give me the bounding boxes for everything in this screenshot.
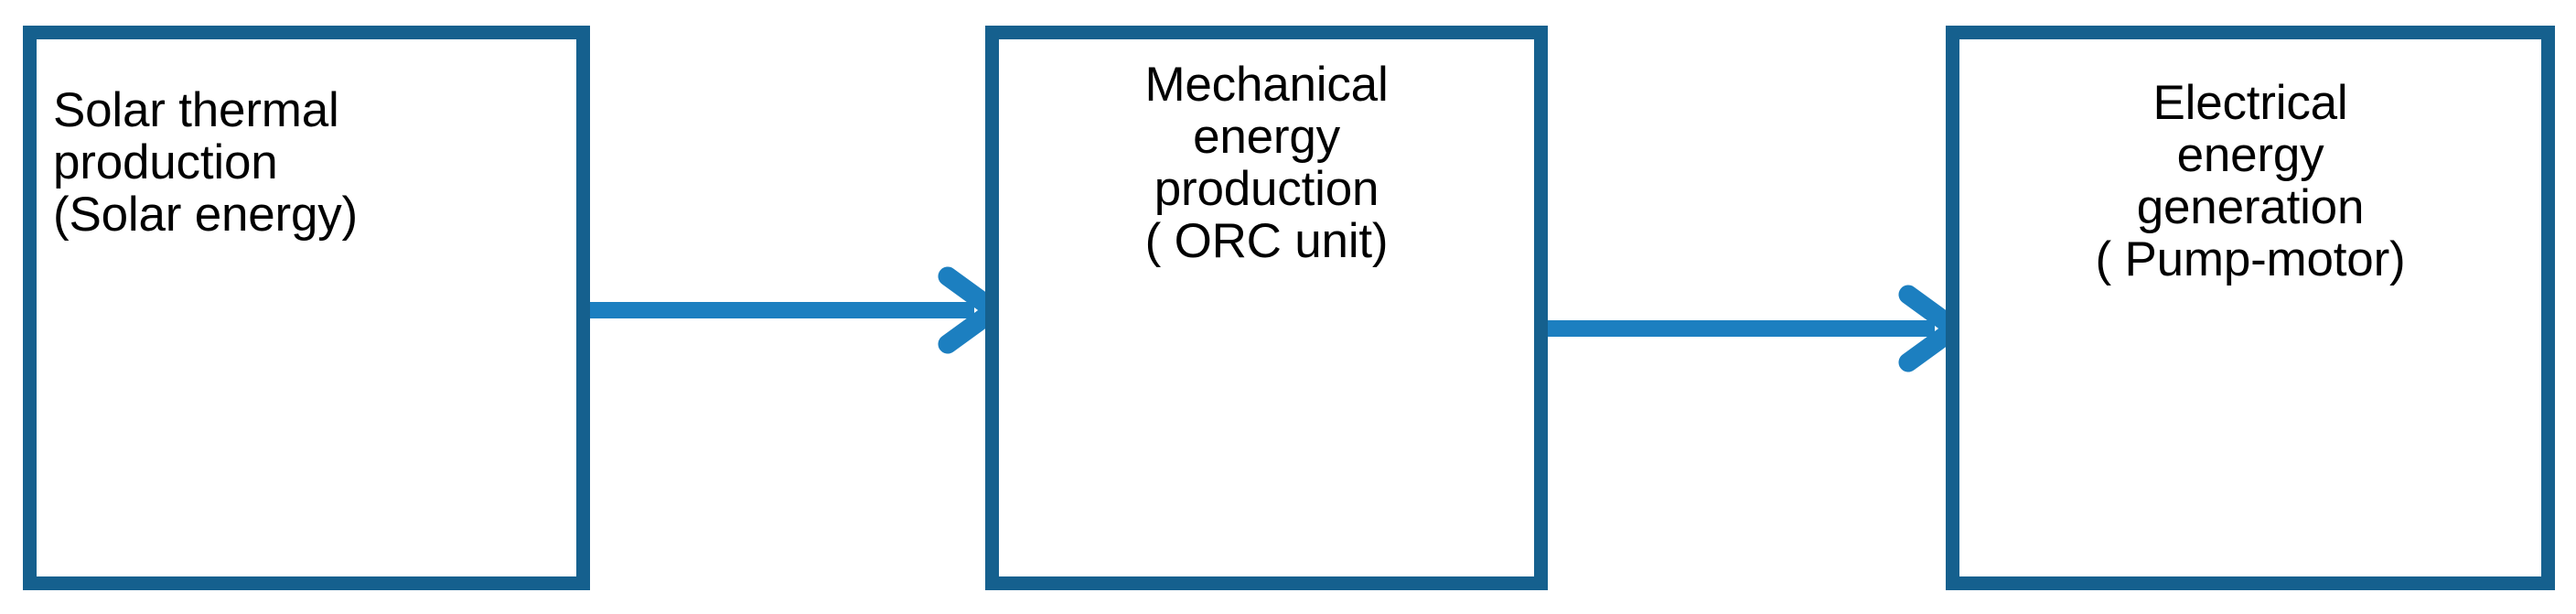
node-solar-thermal-production[interactable]: Solar thermal production (Solar energy) — [23, 26, 590, 590]
arrow-solar-to-mechanical — [590, 266, 1011, 354]
node-electrical-energy-generation[interactable]: Electrical energy generation ( Pump-moto… — [1946, 26, 2555, 590]
node-solar-thermal-production-label: Solar thermal production (Solar energy) — [53, 83, 359, 242]
arrow-shaft — [1548, 320, 1935, 337]
arrow-shaft — [590, 302, 974, 318]
arrow-mechanical-to-electrical — [1548, 285, 1971, 372]
node-electrical-energy-generation-label: Electrical energy generation ( Pump-moto… — [2095, 76, 2406, 286]
node-mechanical-energy-production-label: Mechanical energy production ( ORC unit) — [1144, 58, 1389, 268]
node-mechanical-energy-production[interactable]: Mechanical energy production ( ORC unit) — [985, 26, 1548, 590]
